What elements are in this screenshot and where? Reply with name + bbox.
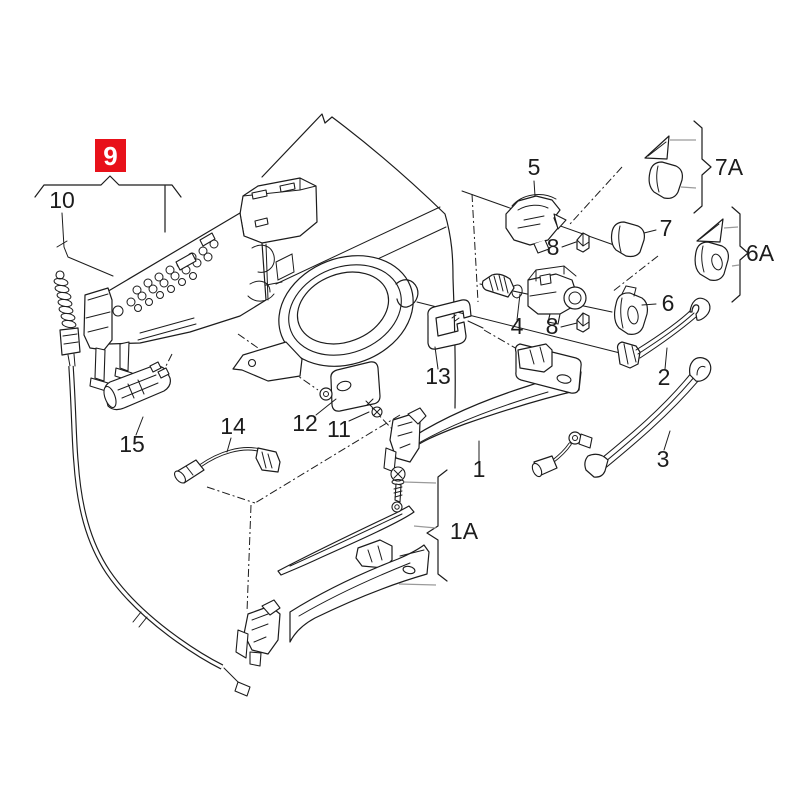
part-6-cap [613,285,649,335]
gasket-tab-12 [330,361,381,412]
callout-5: 5 [528,154,541,180]
part-2-hook-end [689,297,711,321]
callout-15: 15 [119,431,145,457]
callout-1: 1 [473,456,486,482]
callout-braces [34,120,749,586]
callout-7A: 7A [715,154,744,180]
callout-13: 13 [425,363,451,389]
brace-7A [693,120,712,214]
part-3-handle-bracket [531,357,712,478]
carrier-top-cap [239,177,318,244]
part-14-wire-harness [174,447,281,484]
part-1A-group [235,466,430,667]
part-9-carrier-bracket [83,177,318,392]
callout-9: 9 [103,141,117,171]
callout-7: 7 [660,215,673,241]
brace-9 [34,175,182,198]
cable-end-fitting [234,681,251,697]
callout-8-lower: 8 [546,313,559,339]
part-1-clamp [383,407,427,473]
callout-leader-lines [56,180,671,462]
handle-opening-flange [232,255,419,418]
callout-6A: 6A [746,240,775,266]
brace-1A [426,469,448,582]
callout-14: 14 [220,413,246,439]
part-13-seal-frame [427,299,472,350]
callout-12: 12 [292,410,318,436]
part-7A-group [644,135,683,199]
cable-break-marks [132,611,148,628]
part-15-connector [103,361,171,411]
carrier-inner-mechanism [247,243,295,302]
flange-left-flap [232,341,303,382]
part-3-cap-end [689,357,712,382]
carrier-left-block [83,287,113,351]
cap-7A [648,161,683,199]
callout-2: 2 [658,364,671,390]
cable-barrel [59,327,81,356]
highlight-box-9 [95,139,126,172]
part-3-lower-cap [584,453,609,478]
part-6A-group [694,218,729,281]
callout-10: 10 [49,187,75,213]
brace-6A [731,206,749,303]
part-8-pin-upper [576,232,590,253]
flange-right-hook [395,279,419,308]
callout-3: 3 [657,446,670,472]
trim-blade-1A [277,501,415,576]
part-7-cap [610,221,645,258]
callout-11: 11 [327,416,351,442]
part-1-clip-block [517,343,553,373]
callout-1A: 1A [450,518,479,544]
callout-8-upper: 8 [547,234,560,260]
part-10-bowden-cable [53,270,251,697]
screw-11 [365,398,383,418]
part-3-link-wire [531,431,593,478]
part-1A-clamp [235,599,281,667]
part-8-pin-lower [576,312,590,333]
screw-1A [390,466,406,509]
part-4-lock-cylinder [481,265,587,325]
callout-4: 4 [511,313,524,339]
part-1-door-handle [383,343,582,473]
part-2-handle-bracket [616,297,711,369]
part-5-latch [505,194,567,254]
callout-labels: 9 10 5 7A 7 8 6A 4 8 6 2 13 12 11 15 14 … [49,139,775,544]
callout-6: 6 [662,290,675,316]
rear-door-handle-1A [289,544,430,643]
